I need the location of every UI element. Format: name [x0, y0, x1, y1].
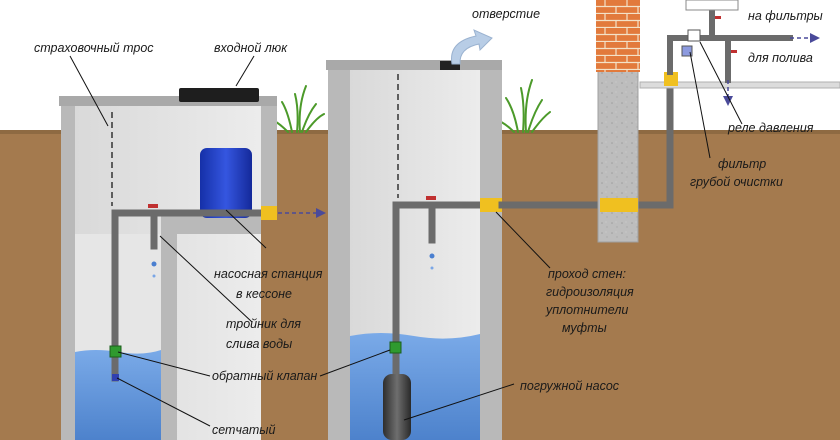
well-wall-coupling	[480, 198, 502, 212]
well-water	[350, 333, 480, 440]
caisson-water	[75, 350, 161, 440]
coarse-filter-box	[681, 45, 693, 57]
house-brick-wall	[596, 0, 640, 72]
label-pressure-relay: реле давления	[727, 121, 814, 135]
pump-station-tank	[200, 148, 252, 218]
flow-arrow-icon	[723, 96, 733, 106]
label-tee-2: слива воды	[226, 337, 292, 351]
label-opening: отверстие	[472, 7, 540, 21]
drip-icon	[429, 253, 435, 259]
label-tee-1: тройник для	[226, 317, 301, 331]
house-foundation	[597, 69, 639, 243]
leader-lines	[69, 41, 743, 427]
label-coarse-filter-2: грубой очистки	[690, 175, 783, 189]
drip-icon	[430, 266, 434, 270]
drip-icon	[152, 274, 156, 278]
label-wall-passage-4: муфты	[562, 321, 607, 335]
label-check-valve: обратный клапан	[212, 369, 317, 383]
label-to-filters: на фильтры	[748, 9, 823, 23]
house-feed-pipe	[498, 86, 674, 209]
submersible-pump	[383, 374, 411, 440]
label-wall-passage-1: проход стен:	[548, 267, 626, 281]
label-submersible-pump: погружной насос	[520, 379, 620, 393]
entry-hatch	[179, 88, 259, 102]
label-safety-rope: страховочный трос	[34, 41, 154, 55]
well-vent-cap	[440, 61, 460, 70]
well-pipes	[392, 201, 492, 380]
vent-arrow-icon	[451, 29, 493, 65]
caisson-mesh-filter	[112, 374, 119, 381]
tap-valve	[715, 16, 721, 19]
label-entry-hatch: входной люк	[214, 41, 288, 55]
grass-icon	[495, 79, 551, 133]
well-check-valve	[389, 341, 402, 354]
label-wall-passage-3: уплотнители	[545, 303, 628, 317]
floor-line	[639, 81, 840, 89]
label-pump-station-2: в кессоне	[236, 287, 292, 301]
label-for-watering: для полива	[748, 51, 813, 65]
house-foundation-coupling	[600, 198, 638, 212]
tap-valve	[731, 50, 737, 53]
label-coarse-filter-1: фильтр	[718, 157, 766, 171]
label-mesh: сетчатый	[212, 423, 276, 437]
grass-icon	[271, 85, 325, 133]
house-wall-coupling	[664, 72, 678, 86]
pressure-relay-box	[687, 29, 701, 42]
label-wall-passage-2: гидроизоляция	[546, 285, 634, 299]
well-valve	[426, 196, 436, 200]
house-pipes	[667, 5, 793, 83]
drip-icon	[151, 261, 157, 267]
caisson-valve	[148, 204, 158, 208]
label-pump-station-1: насосная станция	[214, 267, 323, 281]
caisson-pipes	[111, 209, 266, 382]
flow-arrow-icon	[316, 208, 326, 218]
caisson-check-valve	[109, 345, 122, 358]
flow-arrow-icon	[810, 33, 820, 43]
indoor-panel	[685, 0, 739, 11]
caisson-wall-coupling	[261, 206, 277, 220]
